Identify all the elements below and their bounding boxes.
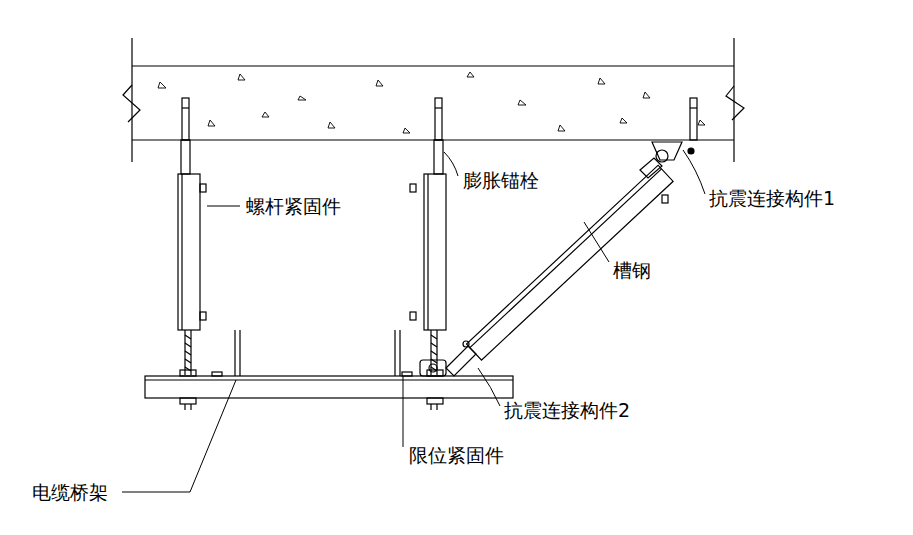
part-label: 槽钢 [611,260,653,281]
expansion-anchors [181,98,697,174]
channel-brace [420,142,694,376]
part-label: 抗震连接构件1 [707,188,837,209]
part-label: 膨胀锚栓 [461,170,541,191]
threaded-rod-hangers [178,174,446,375]
leader-lines [122,150,705,492]
cable-tray [145,330,513,410]
part-label: 抗震连接构件2 [502,400,632,421]
part-label: 螺杆紧固件 [244,196,343,217]
part-label: 电缆桥架 [30,482,110,503]
part-label: 限位紧固件 [407,445,506,466]
